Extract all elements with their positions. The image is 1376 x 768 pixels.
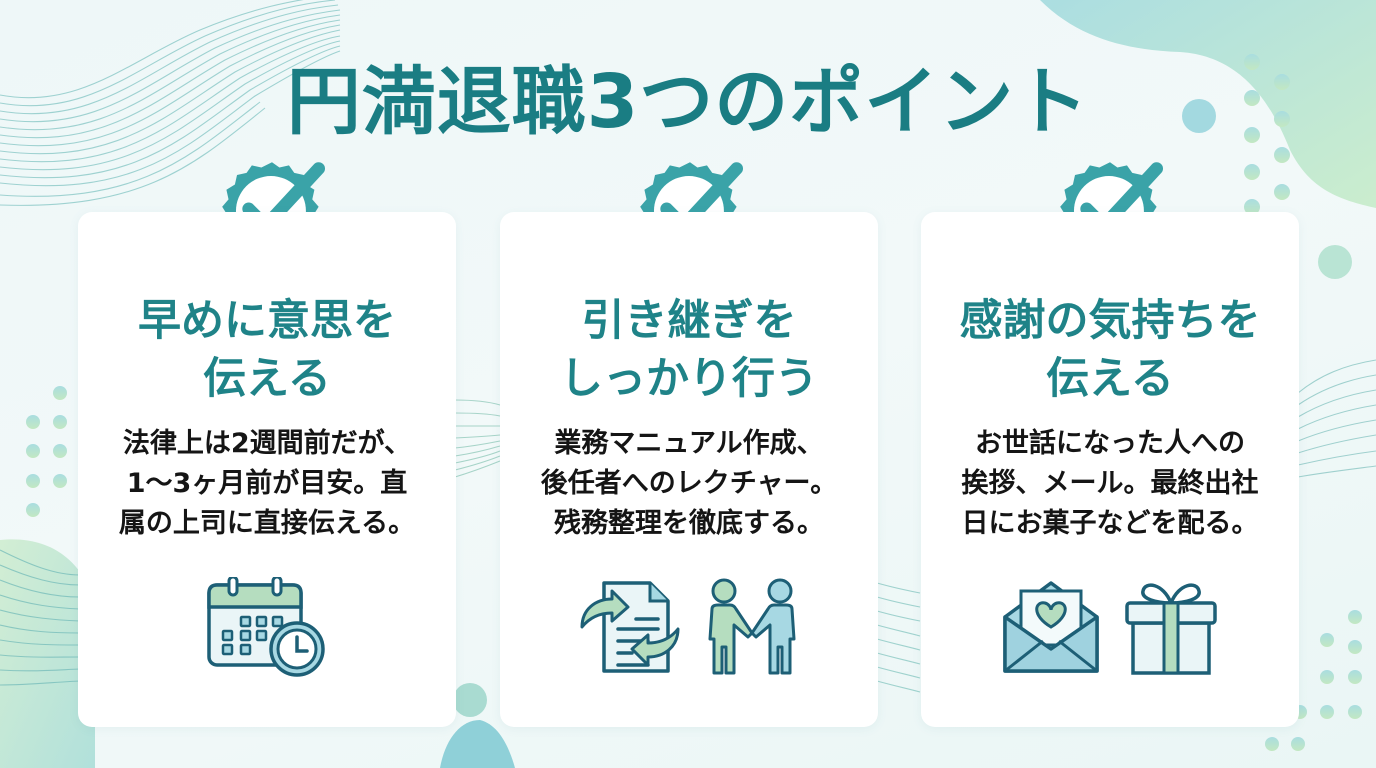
- handshake-icon: [708, 578, 796, 675]
- card-heading: 早めに意思を 伝える: [138, 296, 396, 404]
- document-transfer-icon: [580, 581, 680, 673]
- envelope-heart-icon: [1003, 581, 1099, 673]
- gift-box-icon: [1125, 583, 1217, 675]
- card-heading: 引き継ぎを しっかり行う: [560, 296, 818, 404]
- card-description: 業務マニュアル作成、 後任者へのレクチャー。 残務整理を徹底する。: [540, 428, 838, 539]
- card-description: 法律上は2週間前だが、 1〜3ヶ月前が目安。直 属の上司に直接伝える。: [118, 428, 416, 539]
- calendar-clock-icon: [207, 577, 325, 677]
- point-card-2: 引き継ぎを しっかり行う 業務マニュアル作成、 後任者へのレクチャー。 残務整理…: [500, 212, 878, 727]
- page-title: 円満退職3つのポイント: [286, 59, 1090, 145]
- point-card-1: 早めに意思を 伝える 法律上は2週間前だが、 1〜3ヶ月前が目安。直 属の上司に…: [78, 212, 456, 727]
- point-card-3: 感謝の気持ちを 伝える お世話になった人への 挨拶、メール。最終出社 日にお菓子…: [921, 212, 1299, 727]
- card-heading: 感謝の気持ちを 伝える: [959, 296, 1261, 404]
- card-description: お世話になった人への 挨拶、メール。最終出社 日にお菓子などを配る。: [961, 428, 1259, 539]
